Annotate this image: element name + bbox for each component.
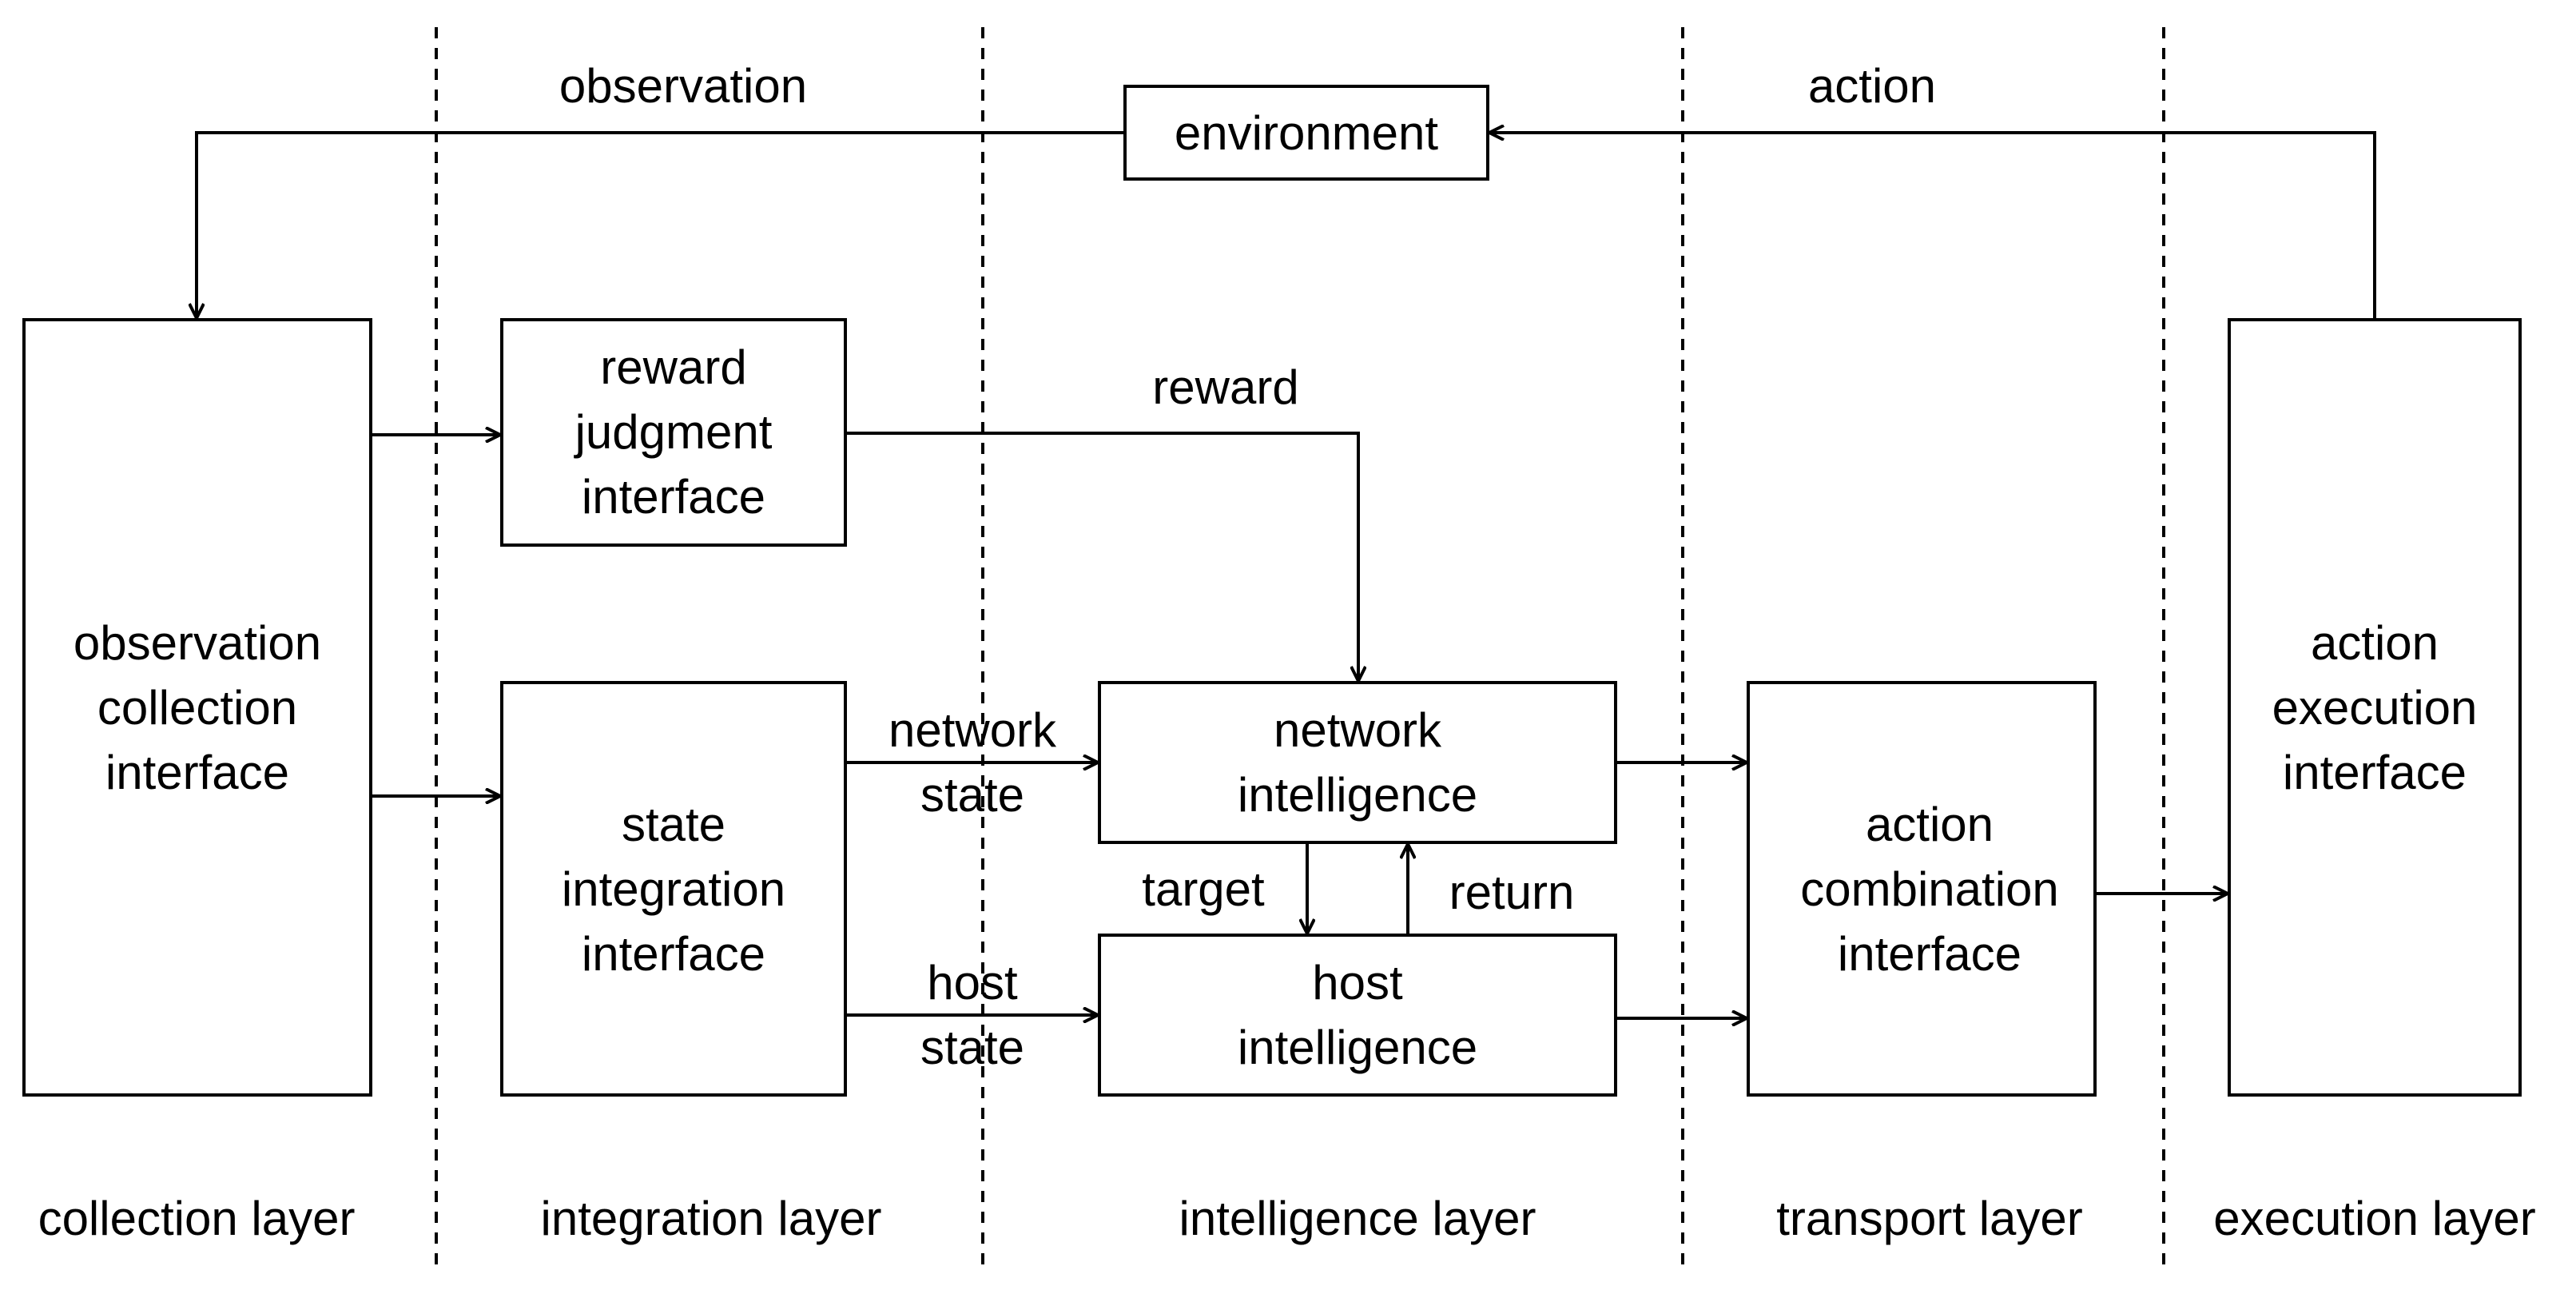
host-intelligence-box xyxy=(1098,934,1617,1097)
network-intelligence-label-line1: network xyxy=(1274,703,1442,757)
observation-collection-label-line2: collection xyxy=(97,681,297,735)
return-edge-label: return xyxy=(1449,866,1575,919)
reward-judgment-label-line2: judgment xyxy=(574,405,773,459)
action-execution-label-line2: execution xyxy=(2272,681,2478,735)
layer-label-integration: integration layer xyxy=(541,1192,882,1245)
state-integration-interface-box xyxy=(500,681,847,1097)
observation-collection-label-line3: interface xyxy=(105,746,289,799)
action-combination-label-line3: interface xyxy=(1838,927,2021,981)
observation-collection-interface-box xyxy=(22,318,372,1097)
network-state-label-line1: network xyxy=(888,703,1057,757)
action-combination-interface-box xyxy=(1747,681,2097,1097)
reward-arrow xyxy=(845,432,1358,681)
reward-judgment-interface-box xyxy=(500,318,847,547)
layer-label-transport: transport layer xyxy=(1776,1192,2083,1245)
action-execution-interface-box xyxy=(2228,318,2522,1097)
network-state-label-line2: state xyxy=(920,768,1024,822)
action-arrow xyxy=(1489,133,2376,320)
observation-edge-label: observation xyxy=(559,59,807,113)
host-state-label-line1: host xyxy=(927,956,1018,1009)
host-intelligence-label-line1: host xyxy=(1312,956,1403,1009)
state-integration-label-line3: interface xyxy=(582,927,765,981)
action-execution-label-line1: action xyxy=(2311,616,2439,670)
environment-box xyxy=(1123,85,1489,181)
layer-label-execution: execution layer xyxy=(2213,1192,2536,1245)
environment-label: environment xyxy=(1175,106,1439,160)
network-intelligence-box xyxy=(1098,681,1617,844)
observation-arrow xyxy=(197,131,1125,318)
target-edge-label: target xyxy=(1142,862,1265,916)
reward-judgment-label-line3: interface xyxy=(582,470,765,524)
host-intelligence-label-line2: intelligence xyxy=(1238,1021,1477,1074)
reward-judgment-label-line1: reward xyxy=(600,340,746,394)
action-combination-label-line2: combination xyxy=(1800,862,2059,916)
layer-label-intelligence: intelligence layer xyxy=(1179,1192,1536,1245)
host-state-label-line2: state xyxy=(920,1021,1024,1074)
reward-edge-label: reward xyxy=(1152,360,1298,414)
action-edge-label: action xyxy=(1808,59,1936,113)
layer-label-collection: collection layer xyxy=(38,1192,356,1245)
action-combination-label-line1: action xyxy=(1866,798,1994,851)
action-execution-label-line3: interface xyxy=(2283,746,2467,799)
network-intelligence-label-line2: intelligence xyxy=(1238,768,1477,822)
state-integration-label-line1: state xyxy=(622,798,725,851)
observation-collection-label-line1: observation xyxy=(74,616,321,670)
state-integration-label-line2: integration xyxy=(562,862,785,916)
